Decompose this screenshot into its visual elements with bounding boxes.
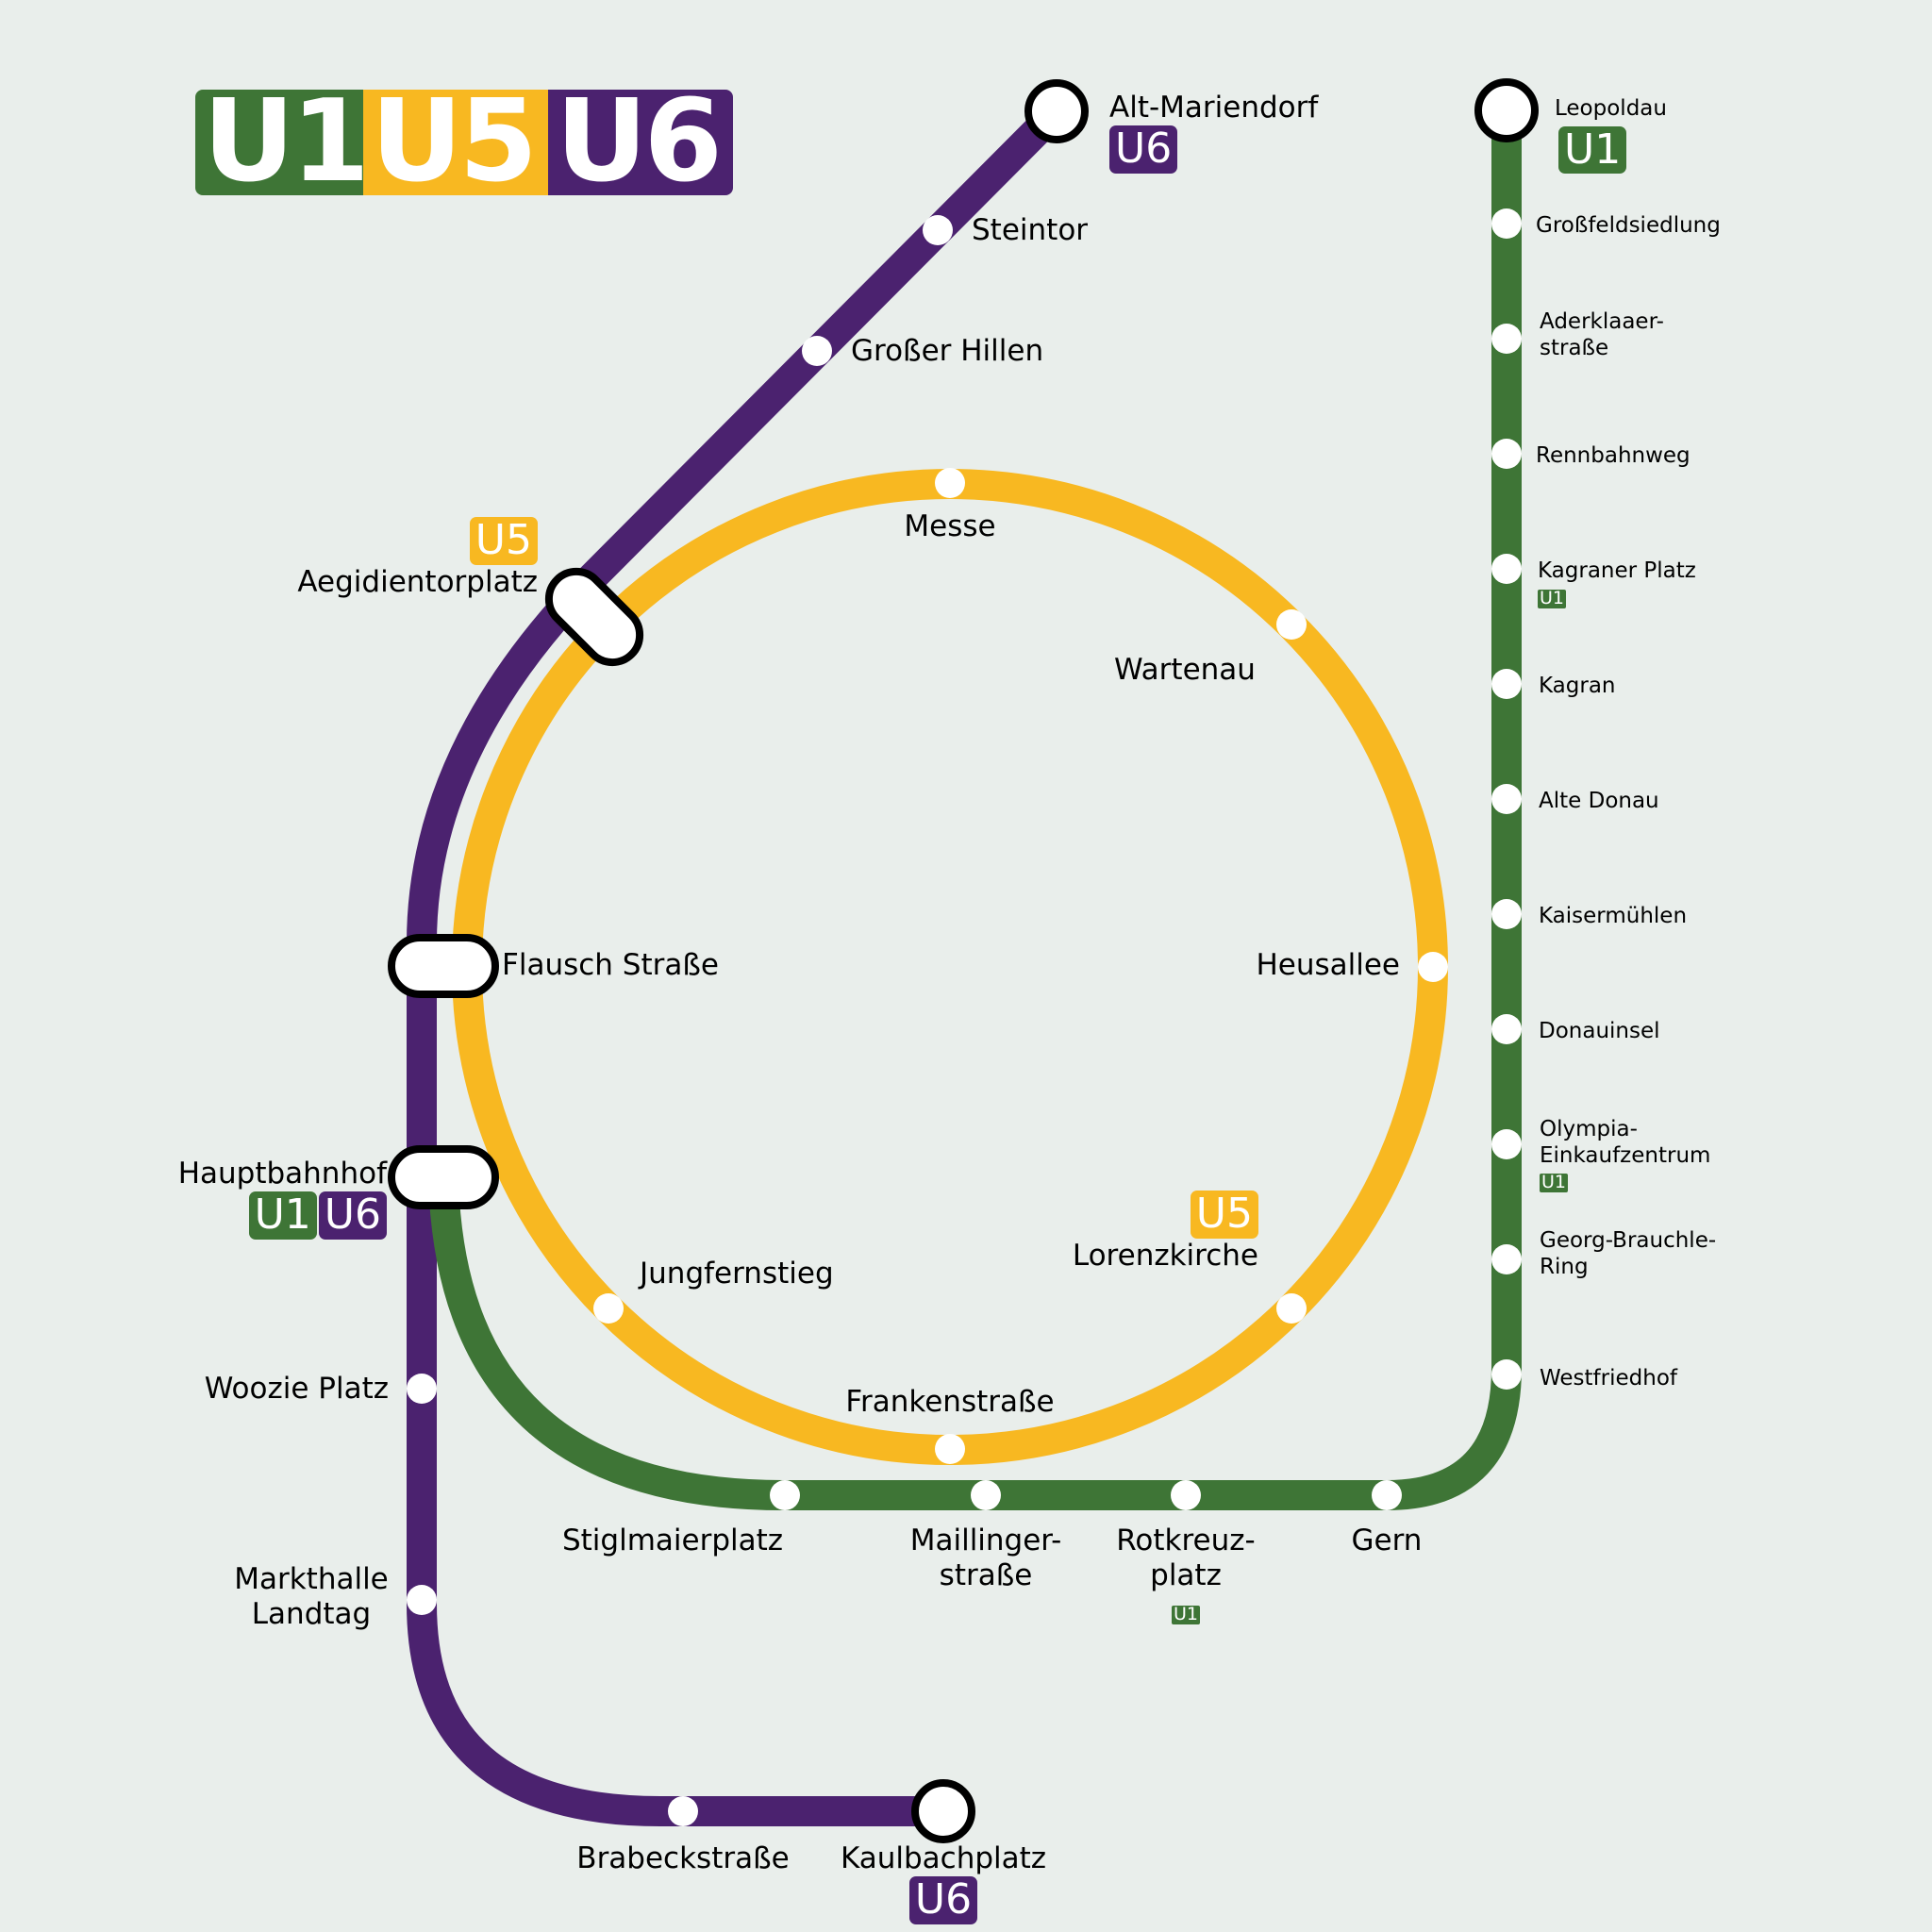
label-heusallee: Heusallee bbox=[1256, 948, 1400, 982]
label-woozie-platz: Woozie Platz bbox=[204, 1372, 389, 1406]
station-lorenzkirche[interactable] bbox=[1276, 1293, 1307, 1324]
label-alt-mariendorf: Alt-Mariendorf U6 bbox=[1109, 91, 1318, 174]
label-kagran: Kagran bbox=[1539, 674, 1616, 698]
label-kaulbachplatz: Kaulbachplatz U6 bbox=[830, 1841, 1057, 1924]
line-badge-u1: U1 bbox=[1540, 1172, 1568, 1193]
station-brabeckstrasse[interactable] bbox=[668, 1796, 698, 1826]
line-badge-u1: U1 bbox=[1172, 1604, 1200, 1625]
label-jungfernstieg: Jungfernstieg bbox=[640, 1257, 834, 1291]
line-badge-u5: U5 bbox=[469, 516, 538, 565]
label-grosser-hillen: Großer Hillen bbox=[851, 334, 1044, 368]
label-steintor: Steintor bbox=[972, 213, 1089, 247]
legend-u6: U6 bbox=[548, 86, 733, 199]
station-name: Kagraner Platz bbox=[1538, 558, 1696, 583]
station-markthalle-landtag[interactable] bbox=[407, 1585, 437, 1615]
station-name-line1: Olympia- bbox=[1540, 1117, 1638, 1141]
label-donauinsel: Donauinsel bbox=[1539, 1019, 1660, 1043]
line-legend: U1 U5 U6 bbox=[195, 86, 733, 199]
label-leopoldau: Leopoldau U1 bbox=[1555, 96, 1667, 175]
label-wartenau: Wartenau bbox=[1114, 653, 1256, 687]
label-alte-donau: Alte Donau bbox=[1539, 789, 1659, 813]
station-alte-donau[interactable] bbox=[1491, 784, 1522, 814]
station-name-line1: Aderklaaer- bbox=[1540, 309, 1664, 334]
label-frankenstrasse: Frankenstraße bbox=[845, 1385, 1055, 1419]
label-aegidientorplatz: U5 Aegidientorplatz bbox=[297, 516, 538, 600]
label-stiglmaierplatz: Stiglmaierplatz bbox=[561, 1524, 784, 1557]
station-name: Kaulbachplatz bbox=[840, 1841, 1047, 1875]
station-georg-brauchle-ring[interactable] bbox=[1491, 1244, 1522, 1274]
station-maillingerstrasse[interactable] bbox=[971, 1480, 1001, 1510]
label-lorenzkirche: U5 Lorenzkirche bbox=[1072, 1190, 1258, 1274]
station-olympia-einkaufzentrum[interactable] bbox=[1491, 1129, 1522, 1159]
station-name-line2: Landtag bbox=[251, 1597, 372, 1632]
legend-u5: U5 bbox=[363, 86, 548, 199]
station-kagran[interactable] bbox=[1491, 669, 1522, 699]
station-jungfernstieg[interactable] bbox=[593, 1293, 624, 1324]
station-rennbahnweg[interactable] bbox=[1491, 439, 1522, 469]
label-flausch-strasse: Flausch Straße bbox=[502, 948, 719, 982]
label-aderklaaerstrasse: Aderklaaer- straße bbox=[1540, 309, 1664, 361]
station-rotkreuzplatz[interactable] bbox=[1171, 1480, 1201, 1510]
label-rotkreuzplatz: Rotkreuz- platz U1 bbox=[1073, 1524, 1299, 1629]
station-name-line2: Einkaufzentrum bbox=[1540, 1142, 1711, 1168]
line-badge-u6: U6 bbox=[1109, 125, 1178, 174]
label-westfriedhof: Westfriedhof bbox=[1540, 1366, 1677, 1391]
line-badge-u6: U6 bbox=[318, 1191, 387, 1240]
station-name-line2: platz bbox=[1150, 1558, 1222, 1593]
station-name-line1: Maillinger- bbox=[909, 1524, 1062, 1557]
station-name-line1: Rotkreuz- bbox=[1116, 1524, 1256, 1557]
station-name: Lorenzkirche bbox=[1072, 1238, 1258, 1273]
label-olympia-einkaufzentrum: Olympia- Einkaufzentrum U1 bbox=[1540, 1117, 1710, 1195]
station-wartenau[interactable] bbox=[1276, 609, 1307, 640]
label-markthalle-landtag: Markthalle Landtag bbox=[226, 1562, 396, 1632]
label-kagraner-platz: Kagraner Platz U1 bbox=[1538, 558, 1696, 610]
u1-line bbox=[428, 110, 1522, 1510]
label-rennbahnweg: Rennbahnweg bbox=[1536, 443, 1690, 468]
station-name: Alt-Mariendorf bbox=[1109, 91, 1319, 125]
station-grossfeldsiedlung[interactable] bbox=[1491, 208, 1522, 239]
station-frankenstrasse[interactable] bbox=[935, 1434, 965, 1464]
station-westfriedhof[interactable] bbox=[1491, 1359, 1522, 1390]
interchange-flausch-strasse[interactable] bbox=[388, 934, 499, 998]
station-name: Leopoldau bbox=[1555, 96, 1667, 121]
station-name-line2: straße bbox=[939, 1558, 1033, 1593]
station-kaisermuehlen[interactable] bbox=[1491, 899, 1522, 929]
label-gern: Gern bbox=[1351, 1524, 1423, 1557]
terminal-alt-mariendorf[interactable] bbox=[1024, 79, 1089, 143]
terminal-leopoldau[interactable] bbox=[1474, 78, 1539, 142]
line-badge-u5: U5 bbox=[1190, 1190, 1258, 1239]
line-badge-u1: U1 bbox=[248, 1191, 317, 1240]
label-brabeckstrasse: Brabeckstraße bbox=[576, 1841, 790, 1875]
station-stiglmaierplatz[interactable] bbox=[770, 1480, 800, 1510]
label-messe: Messe bbox=[904, 509, 996, 543]
station-steintor[interactable] bbox=[923, 215, 953, 245]
station-name: Hauptbahnhof bbox=[177, 1157, 387, 1191]
line-badge-u1: U1 bbox=[1558, 125, 1627, 175]
station-name-line2: straße bbox=[1540, 335, 1609, 360]
station-name-line1: Georg-Brauchle- bbox=[1540, 1228, 1717, 1253]
station-kagraner-platz[interactable] bbox=[1491, 554, 1522, 584]
legend-u1: U1 bbox=[195, 86, 370, 199]
station-gern[interactable] bbox=[1372, 1480, 1402, 1510]
station-woozie-platz[interactable] bbox=[407, 1374, 437, 1404]
station-name-line2: Ring bbox=[1540, 1254, 1589, 1279]
station-name-line1: Markthalle bbox=[234, 1562, 389, 1596]
line-badge-u6: U6 bbox=[908, 1876, 978, 1924]
station-aderklaaerstrasse[interactable] bbox=[1491, 324, 1522, 354]
interchange-hauptbahnhof[interactable] bbox=[388, 1145, 499, 1209]
label-kaisermuehlen: Kaisermühlen bbox=[1539, 904, 1688, 928]
station-messe[interactable] bbox=[935, 468, 965, 498]
label-georg-brauchle-ring: Georg-Brauchle- Ring bbox=[1540, 1228, 1716, 1280]
station-name: Aegidientorplatz bbox=[297, 564, 538, 599]
station-donauinsel[interactable] bbox=[1491, 1014, 1522, 1044]
interchange-aegidientorplatz[interactable] bbox=[538, 560, 651, 674]
label-grossfeldsiedlung: Großfeldsiedlung bbox=[1536, 213, 1721, 238]
terminal-kaulbachplatz[interactable] bbox=[911, 1779, 975, 1843]
u6-line bbox=[407, 100, 1068, 1826]
station-grosser-hillen[interactable] bbox=[802, 336, 832, 366]
line-badge-u1: U1 bbox=[1538, 587, 1566, 608]
label-maillingerstrasse: Maillinger- straße bbox=[873, 1524, 1099, 1593]
station-heusallee[interactable] bbox=[1418, 952, 1448, 982]
